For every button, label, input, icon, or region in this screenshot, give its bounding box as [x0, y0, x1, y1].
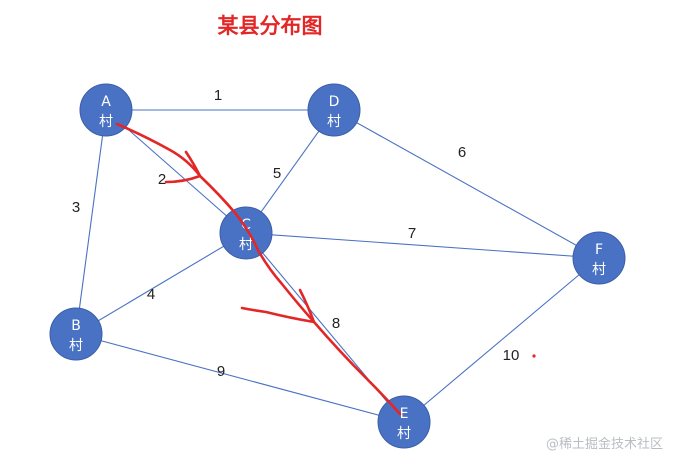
edge-weight-d-f: 6: [458, 144, 466, 161]
edge-d-f: [333, 109, 600, 259]
node-c: C 村: [219, 206, 273, 260]
watermark-text: @稀土掘金技术社区: [545, 437, 663, 452]
page-title: 某县分布图: [217, 14, 323, 38]
edge-weight-c-f: 7: [408, 225, 416, 242]
node-a-suffix: 村: [99, 114, 113, 130]
edge-weight-b-e: 9: [217, 363, 225, 380]
node-c-suffix: 村: [239, 237, 253, 253]
stray-red-dot: [532, 354, 536, 358]
node-b: B 村: [49, 307, 103, 361]
path-annotation-arrowhead-lower: [240, 288, 316, 324]
node-e-suffix: 村: [397, 426, 411, 442]
edge-a-b: [75, 109, 107, 335]
node-e-id: E: [400, 406, 409, 422]
edge-b-c: [75, 232, 247, 335]
edge-e-f: [403, 257, 600, 423]
edge-b-e: [75, 333, 405, 423]
edge-weight-e-f: 10: [503, 347, 520, 364]
node-b-id: B: [71, 318, 81, 334]
edge-c-f: [245, 232, 600, 259]
path-annotation-stroke-a-c: [115, 122, 402, 416]
edge-weight-a-b: 3: [72, 199, 80, 216]
edge-weight-a-c: 2: [158, 171, 166, 188]
edge-weight-b-c: 4: [147, 286, 155, 303]
path-annotation-arrowhead-upper: [164, 150, 202, 184]
node-a-id: A: [101, 94, 111, 110]
edge-weight-a-d: 1: [214, 87, 222, 104]
node-a: A 村: [79, 83, 133, 137]
node-e: E 村: [377, 395, 431, 449]
node-f-suffix: 村: [592, 262, 606, 278]
node-b-suffix: 村: [69, 338, 83, 354]
node-f-id: F: [595, 242, 603, 258]
node-d-id: D: [329, 94, 340, 110]
node-f: F 村: [572, 231, 626, 285]
node-d: D 村: [307, 83, 361, 137]
edge-weight-c-e: 8: [332, 315, 340, 332]
node-d-suffix: 村: [327, 114, 341, 130]
edge-weight-c-d: 5: [273, 165, 281, 182]
node-c-id: C: [241, 217, 251, 233]
